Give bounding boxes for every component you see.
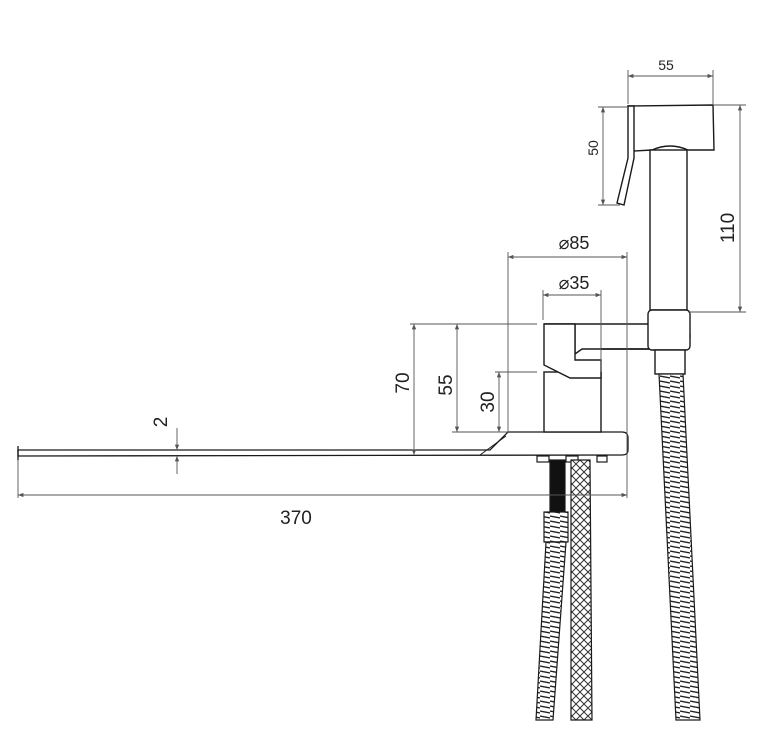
dim-spout-length: 370 <box>280 508 312 529</box>
dim-base-diameter: ⌀85 <box>559 233 590 253</box>
shower-hose <box>658 373 701 721</box>
dim-shower-head-width: 55 <box>658 57 674 73</box>
dim-spout-thickness: 2 <box>151 417 172 428</box>
dim-body-diameter: ⌀35 <box>559 273 590 293</box>
dim-total-height: 70 <box>393 372 414 393</box>
dimension-lines <box>17 70 746 498</box>
dim-shower-head-height: 50 <box>585 140 601 156</box>
spout <box>17 431 629 460</box>
dim-handle-height: 55 <box>436 374 457 395</box>
dim-shower-total-length: 110 <box>718 213 739 243</box>
dim-body-height: 30 <box>478 391 499 412</box>
supply-connectors <box>535 455 608 721</box>
hand-shower <box>616 104 715 375</box>
